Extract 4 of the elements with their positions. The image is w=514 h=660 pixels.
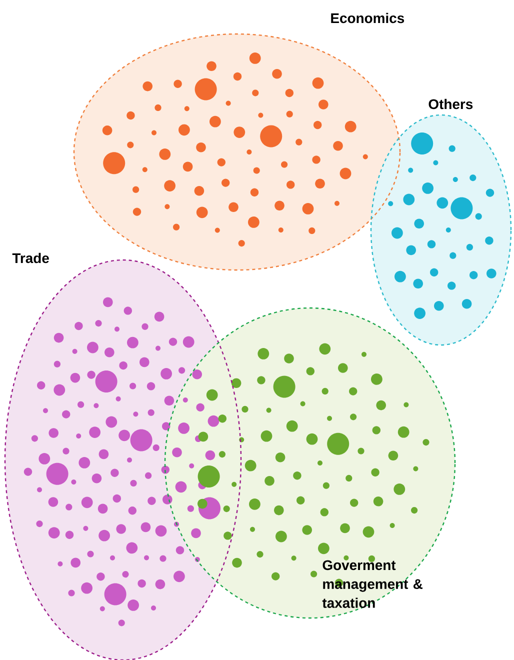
cluster-label: Others [428, 98, 473, 110]
cluster-label: Goverment management & taxation [322, 560, 422, 608]
cluster-label: Economics [331, 12, 404, 24]
cluster-label: Trade [12, 252, 49, 264]
